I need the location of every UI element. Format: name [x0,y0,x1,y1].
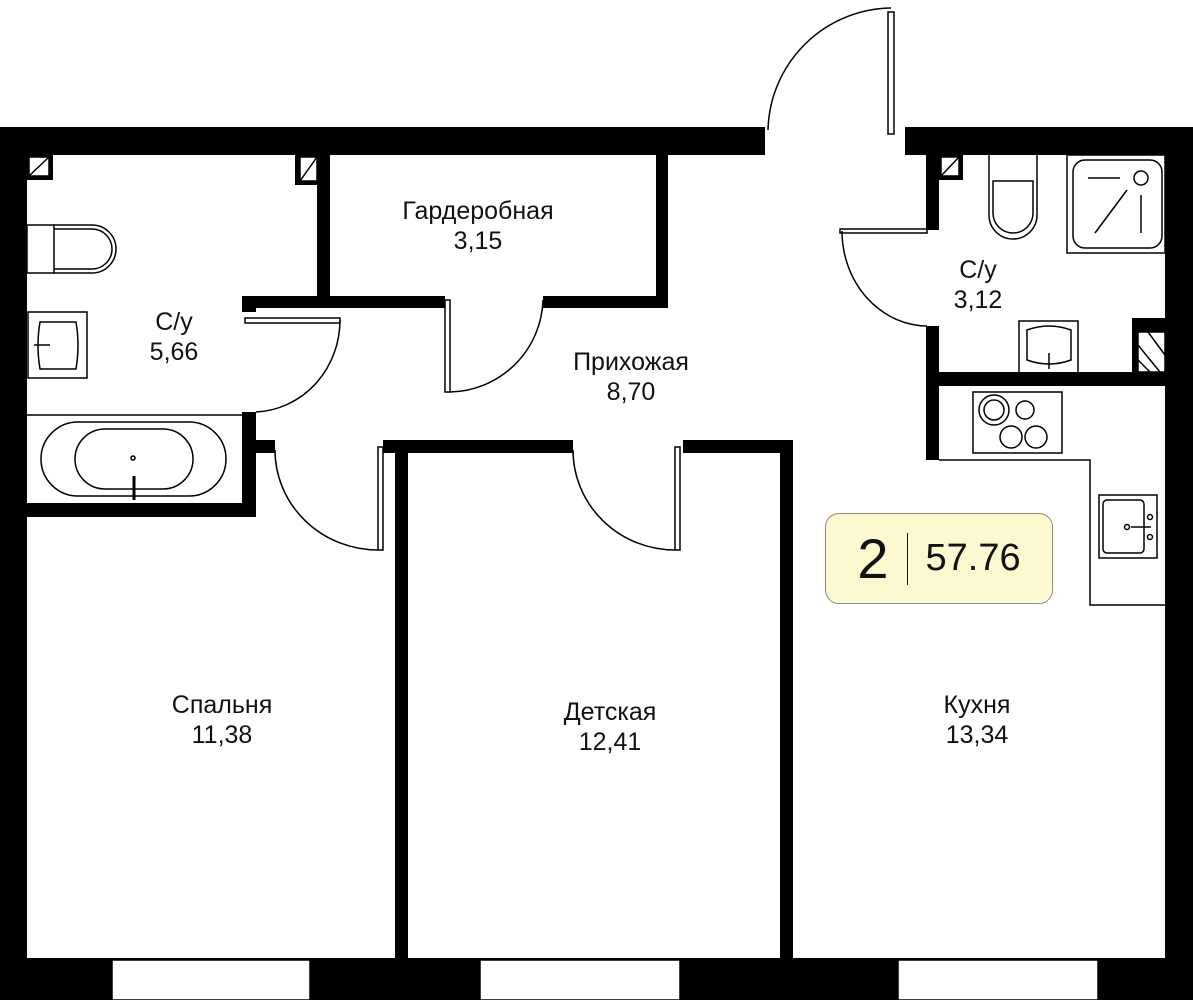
bathroom2-door [839,228,928,234]
window [111,959,311,1000]
room-name: Прихожая [573,348,689,376]
wall-stub [242,296,256,312]
room-area: 12,41 [578,728,642,756]
room-label-kitchen: Кухня 13,34 [944,690,1011,750]
wall-stub [256,440,275,453]
entrance-door [887,11,895,135]
room-area: 3,12 [953,286,1003,314]
room-name: С/у [155,308,193,336]
wall-wardrobe-bottom-left [242,296,445,308]
room-label-wardrobe: Гардеробная 3,15 [402,196,553,256]
wall-bath-right [242,412,256,517]
room-name: Кухня [943,691,1011,719]
room-label-bathroom2: С/у 3,12 [954,255,1003,315]
room-name: Гардеробная [402,197,554,225]
kitchen-sink-icon [1098,494,1158,559]
room-label-hallway: Прихожая 8,70 [573,347,689,407]
wall-bath-bottom [27,503,256,517]
cooktop-icon [972,391,1063,454]
wall-kids-top-left [383,440,573,453]
bathtub-icon [40,421,227,500]
fixtures [26,154,1166,606]
wall-wardrobe-left [317,155,330,305]
wall-bath2-left-bottom [926,326,939,460]
window [897,959,1099,1000]
summary-badge: 2 57.76 [825,513,1053,604]
room-area: 13,34 [945,721,1009,749]
wall-kids-top-right [683,440,793,453]
room-area: 11,38 [191,721,253,749]
shower-icon [1066,154,1166,254]
washbasin-icon [27,311,88,379]
wall-bath2-left-top [926,155,939,230]
windows [111,959,1099,1000]
wall-right [1165,127,1193,1000]
kitchen-counter [939,459,1165,606]
wall-kids-kitchen [780,440,793,958]
room-name: Спальня [171,691,273,719]
room-label-bedroom: Спальня 11,38 [172,690,272,750]
room-name: Детская [563,698,657,726]
room-label-kids-room: Детская 12,41 [564,697,657,757]
room-count: 2 [857,527,889,590]
badge-divider [906,532,908,585]
bathroom-door [244,317,341,324]
room-area: 5,66 [149,338,199,366]
room-area: 8,70 [606,378,656,406]
room-label-bathroom: С/у 5,66 [150,307,199,367]
wall-top-right [905,127,1193,155]
wall-bath2-bottom [926,372,1165,386]
summary-badge-bg [825,513,1051,602]
doors [244,7,928,551]
wardrobe-door [444,299,451,393]
toilet-icon [988,155,1038,240]
window [479,959,681,1000]
wall-bedroom-kids [395,440,408,958]
wall-wardrobe-bottom-right [543,296,668,308]
kids-room-door [674,446,681,551]
washbasin-icon [1018,320,1079,374]
room-area: 3,15 [453,227,503,255]
room-name: С/у [959,256,997,284]
wall-wardrobe-right [656,155,668,305]
wall-top-left [0,127,765,155]
toilet-icon [26,224,117,274]
wall-left [0,127,27,1000]
bedroom-door [377,446,384,551]
total-area: 57.76 [925,537,1021,579]
